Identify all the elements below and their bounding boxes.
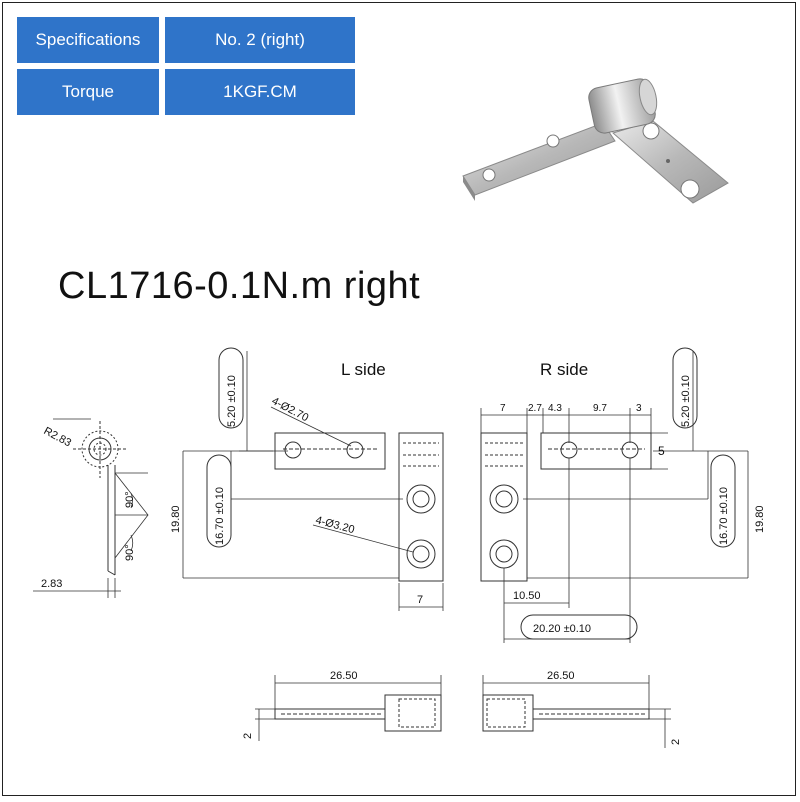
side-angle-lower: 90° — [124, 544, 136, 561]
spec-header-label: Specifications — [17, 17, 159, 63]
hinge-product-photo — [462, 78, 729, 204]
bottom-right-leaf — [532, 708, 650, 720]
l-side-leaf — [274, 432, 386, 470]
technical-drawing: L side R side R2.83 2.83 90° 90° 4-Ø2.70… — [33, 347, 766, 748]
r-dim-d: 9.7 — [593, 403, 607, 414]
r-dim-e: 3 — [636, 403, 642, 414]
bottom-length-left: 26.50 — [330, 670, 358, 682]
side-angle-upper: 90° — [124, 491, 136, 508]
r-side-width-tolerance-box — [520, 614, 638, 640]
spec-header-value: No. 2 (right) — [165, 17, 355, 63]
l-width-leaf: 7 — [417, 594, 423, 606]
r-side-tolerance-top-box — [672, 347, 698, 429]
r-offset-hole: 10.50 — [513, 590, 541, 602]
l-side-tolerance-mid-box — [206, 454, 232, 548]
bottom-thickness-right: 2 — [670, 739, 682, 745]
r-leaf-height: 5 — [658, 444, 665, 458]
r-dim-b: 2.7 — [528, 403, 542, 414]
side-thickness-label: 2.83 — [41, 578, 62, 590]
r-tolerance-mid: 16.70 ±0.10 — [718, 487, 730, 545]
spec-torque-label: Torque — [17, 69, 159, 115]
spec-torque-value: 1KGF.CM — [165, 69, 355, 115]
bottom-length-right: 26.50 — [547, 670, 575, 682]
l-side-tolerance-top-box — [218, 347, 244, 429]
l-hole-large-label: 4-Ø3.20 — [314, 514, 356, 536]
l-side-barrel — [398, 432, 444, 582]
r-dim-a: 7 — [500, 403, 506, 414]
bottom-thickness-left: 2 — [242, 733, 254, 739]
r-height-total: 19.80 — [754, 505, 766, 533]
l-tolerance-top: 5.20 ±0.10 — [226, 375, 238, 427]
r-width-total: 20.20 ±0.10 — [533, 623, 591, 635]
l-side-label: L side — [341, 360, 386, 379]
r-tolerance-top: 5.20 ±0.10 — [680, 375, 692, 427]
l-height-total: 19.80 — [170, 505, 182, 533]
r-side-label: R side — [540, 360, 588, 379]
side-radius-label: R2.83 — [42, 425, 74, 449]
l-tolerance-mid: 16.70 ±0.10 — [214, 487, 226, 545]
bottom-left-barrel — [384, 694, 442, 732]
r-side-tolerance-mid-box — [710, 454, 736, 548]
r-side-leaf — [540, 432, 652, 470]
r-dim-c: 4.3 — [548, 403, 562, 414]
model-title: CL1716-0.1N.m right — [58, 265, 421, 307]
